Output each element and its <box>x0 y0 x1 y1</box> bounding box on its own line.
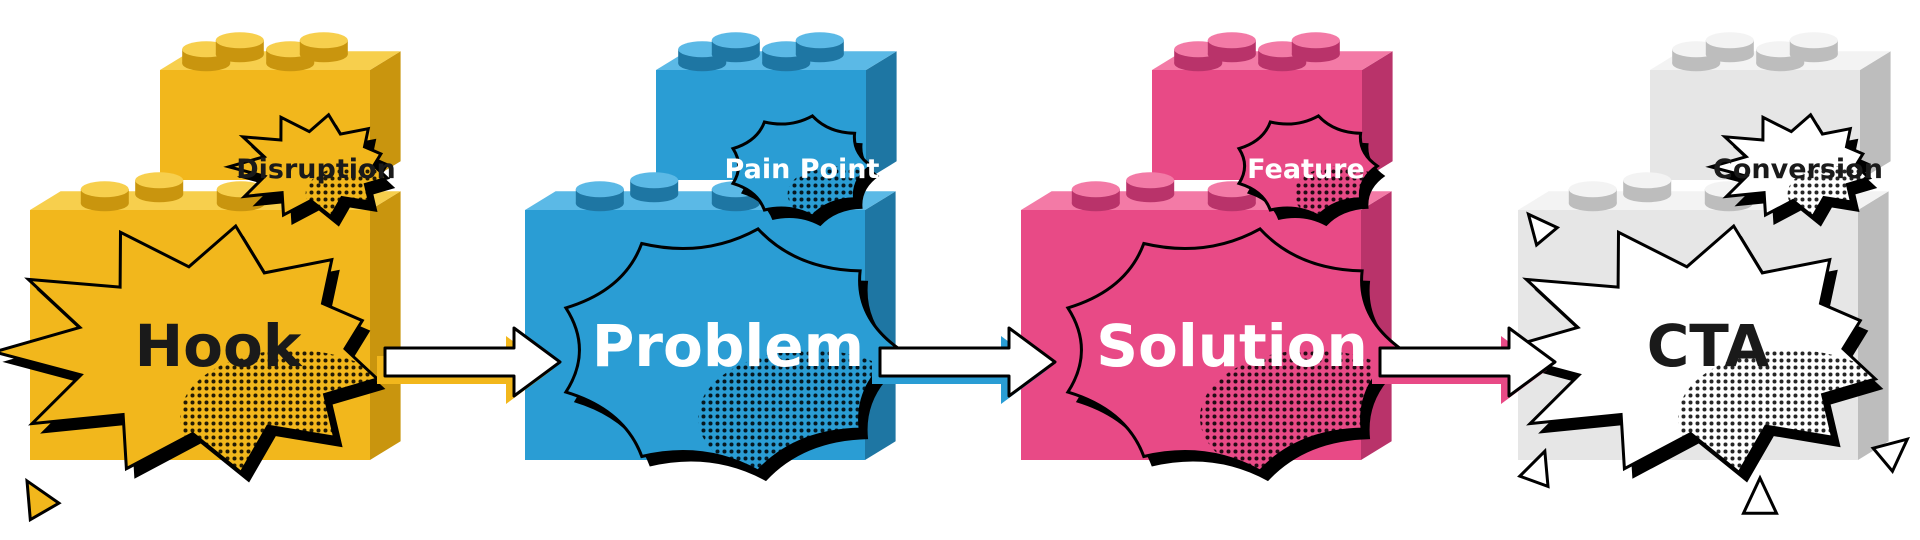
sub-burst-3 <box>1705 112 1878 227</box>
brick-bottom-2-stud <box>1126 172 1175 189</box>
brick-top-1-stud-bottom <box>795 46 844 63</box>
sub-label-feature: Feature <box>1247 154 1365 185</box>
brick-top-1-side <box>866 51 897 180</box>
brick-top-3-stud-bottom <box>1705 46 1754 63</box>
main-label-problem: Problem <box>592 312 864 380</box>
brick-bottom-0-stud-bottom <box>135 186 184 203</box>
brick-top-1-stud-bottom <box>711 46 760 63</box>
sub-burst-1 <box>730 114 880 227</box>
brick-bottom-3-stud <box>1568 181 1617 198</box>
brick-top-3-stud-bottom <box>1672 55 1721 72</box>
brick-top-3 <box>1650 32 1891 180</box>
triangle-decor <box>1517 447 1550 489</box>
brick-bottom-2-stud <box>1071 181 1120 198</box>
brick-top-1-stud-bottom <box>762 55 811 72</box>
main-label-solution: Solution <box>1096 312 1368 380</box>
brick-bottom-3-stud-bottom <box>1704 195 1753 212</box>
brick-top-2-stud <box>1207 32 1256 49</box>
arrow-problem-to-solution <box>872 326 1057 404</box>
brick-bottom-2-stud-bottom <box>1207 195 1256 212</box>
main-label-cta: CTA <box>1647 312 1770 380</box>
brick-top-2-stud-bottom <box>1258 55 1307 72</box>
brick-bottom-1-stud <box>630 172 679 189</box>
main-burst-2 <box>1065 227 1411 482</box>
brick-bottom-0-stud-bottom <box>216 195 265 212</box>
brick-bottom-2-stud-bottom <box>1071 195 1120 212</box>
brick-bottom-0-stud <box>135 172 184 189</box>
brick-bottom-3-stud <box>1623 172 1672 189</box>
brick-top-0-stud <box>215 32 264 49</box>
triangle-decor <box>1526 211 1561 248</box>
brick-bottom-1-stud-bottom <box>711 195 760 212</box>
arrow-solution-to-cta <box>1372 326 1557 404</box>
stage-hook <box>0 32 401 523</box>
stage-solution <box>1021 32 1411 482</box>
brick-top-2-stud-bottom <box>1174 55 1223 72</box>
sub-burst-0 <box>223 112 396 227</box>
brick-bottom-1-stud <box>575 181 624 198</box>
arrow-0-body <box>383 326 562 398</box>
brick-top-0-stud-bottom <box>182 55 231 72</box>
brick-top-3-side <box>1860 51 1891 180</box>
brick-top-2-stud-bottom <box>1291 46 1340 63</box>
brick-top-0-side <box>370 51 401 180</box>
triangle-decor <box>1870 436 1911 474</box>
brick-top-2-stud-bottom <box>1207 46 1256 63</box>
brick-top-3-stud-bottom <box>1756 55 1805 72</box>
triangle-decor <box>1741 474 1779 515</box>
brick-bottom-1-stud-bottom <box>575 195 624 212</box>
arrow-1 <box>872 326 1057 404</box>
sub-label-pain-point: Pain Point <box>725 154 880 185</box>
brick-top-0-stud-bottom <box>266 55 315 72</box>
arrow-2-body <box>1378 326 1557 398</box>
sub-label-disruption: Disruption <box>236 154 396 185</box>
arrow-0 <box>377 326 562 404</box>
main-burst-0 <box>0 223 386 483</box>
brick-top-3-stud <box>1789 32 1838 49</box>
brick-top-0-stud <box>299 32 348 49</box>
brick-top-0-stud-bottom <box>215 46 264 63</box>
arrow-1-body <box>878 326 1057 398</box>
sub-label-conversion: Conversion <box>1713 154 1883 185</box>
brick-bottom-1-stud-bottom <box>630 186 679 203</box>
brick-bottom-3-stud-bottom <box>1568 195 1617 212</box>
brick-bottom-0-side <box>370 191 401 461</box>
brick-top-1-stud-bottom <box>678 55 727 72</box>
triangle-decor <box>25 477 62 523</box>
arrow-2 <box>1372 326 1557 404</box>
sub-burst-2 <box>1236 114 1386 227</box>
brick-top-0-stud-bottom <box>299 46 348 63</box>
brick-top-1-stud <box>795 32 844 49</box>
stage-problem <box>525 32 909 482</box>
brick-bottom-3-side <box>1858 191 1889 461</box>
brick-top-1-stud <box>711 32 760 49</box>
main-burst-3 <box>1486 223 1884 483</box>
brick-top-3-stud <box>1705 32 1754 49</box>
main-label-hook: Hook <box>135 312 303 380</box>
brick-bottom-2-stud-bottom <box>1126 186 1175 203</box>
brick-top-2-stud <box>1291 32 1340 49</box>
brick-bottom-3-stud-bottom <box>1623 186 1672 203</box>
brick-top-3-stud-bottom <box>1789 46 1838 63</box>
brick-top-2-side <box>1362 51 1393 180</box>
arrow-hook-to-problem <box>377 326 562 404</box>
brick-bottom-0-stud <box>80 181 129 198</box>
stage-cta <box>1486 32 1911 515</box>
brick-bottom-0-stud-bottom <box>80 195 129 212</box>
